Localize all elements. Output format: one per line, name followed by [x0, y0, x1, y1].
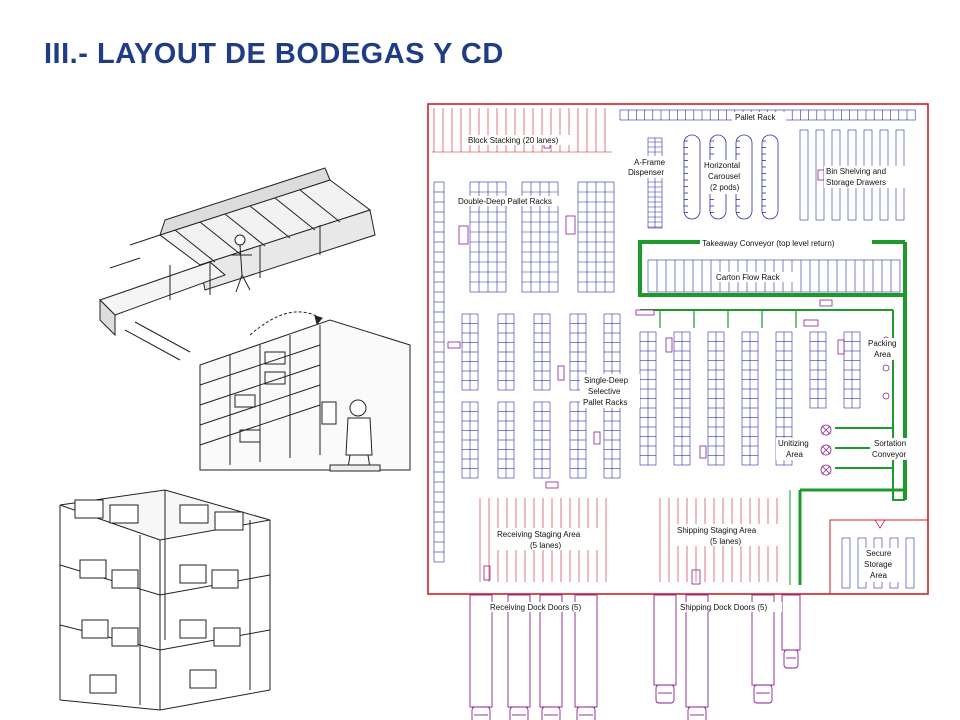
label-dispenser: Dispenser	[628, 168, 664, 177]
picking-conveyor-feeds	[659, 310, 797, 328]
label-secure-1: Secure	[866, 549, 892, 558]
label-bin-shelving-2: Storage Drawers	[826, 178, 886, 187]
label-packing-2: Area	[874, 350, 891, 359]
label-unitizing-1: Unitizing	[778, 439, 809, 448]
label-packing-1: Packing	[868, 339, 896, 348]
label-sortation-2: Conveyor	[872, 450, 907, 459]
label-receiving-doors: Receiving Dock Doors (5)	[490, 603, 581, 612]
label-unitizing-2: Area	[786, 450, 803, 459]
label-block-stacking: Block Stacking (20 lanes)	[468, 136, 559, 145]
warehouse-layout-plan: Pallet Rack Block Stacking (20 lanes) A-…	[427, 103, 929, 720]
label-receiving-staging-2: (5 lanes)	[530, 541, 561, 550]
plan-labels: Pallet Rack Block Stacking (20 lanes) A-…	[456, 112, 920, 612]
label-takeaway-conveyor: Takeaway Conveyor (top level return)	[702, 239, 835, 248]
carton-flow-rack	[647, 259, 901, 293]
horizontal-carousel	[683, 134, 779, 220]
page-title: III.- LAYOUT DE BODEGAS Y CD	[44, 38, 504, 70]
label-a-frame: A-Frame	[634, 158, 666, 167]
label-bin-shelving-1: Bin Shelving and	[826, 167, 886, 176]
label-shipping-doors: Shipping Dock Doors (5)	[680, 603, 767, 612]
secure-storage-area	[829, 519, 929, 595]
label-single-deep-3: Pallet Racks	[583, 398, 627, 407]
dock-trucks	[469, 594, 801, 720]
label-pallet-rack: Pallet Rack	[735, 113, 776, 122]
building-outline	[427, 103, 929, 595]
pallet-rack-left-column	[433, 181, 445, 563]
carton-flow-rack-illustration	[59, 489, 271, 711]
label-single-deep-2: Selective	[588, 387, 621, 396]
label-carousel-3: (2 pods)	[710, 183, 740, 192]
label-double-deep: Double-Deep Pallet Racks	[458, 197, 552, 206]
a-frame-dispenser	[647, 137, 663, 229]
shelving-picker-illustration	[199, 311, 411, 472]
double-deep-pallet-racks	[469, 181, 615, 293]
label-shipping-staging-2: (5 lanes)	[710, 537, 741, 546]
single-deep-selective-racks	[461, 313, 861, 479]
a-frame-dispenser-illustration	[99, 167, 376, 361]
label-secure-3: Area	[870, 571, 887, 580]
label-sortation-1: Sortation	[874, 439, 906, 448]
label-secure-2: Storage	[864, 560, 893, 569]
unitizing-stations	[820, 336, 890, 476]
label-carousel-1: Horizontal	[704, 161, 740, 170]
label-carton-flow: Carton Flow Rack	[716, 273, 781, 282]
label-receiving-staging-1: Receiving Staging Area	[497, 530, 581, 539]
label-single-deep-1: Single-Deep	[584, 376, 629, 385]
label-carousel-2: Carousel	[708, 172, 740, 181]
equipment-illustrations	[59, 167, 411, 711]
label-shipping-staging-1: Shipping Staging Area	[677, 526, 757, 535]
block-stacking-lanes	[432, 108, 612, 153]
